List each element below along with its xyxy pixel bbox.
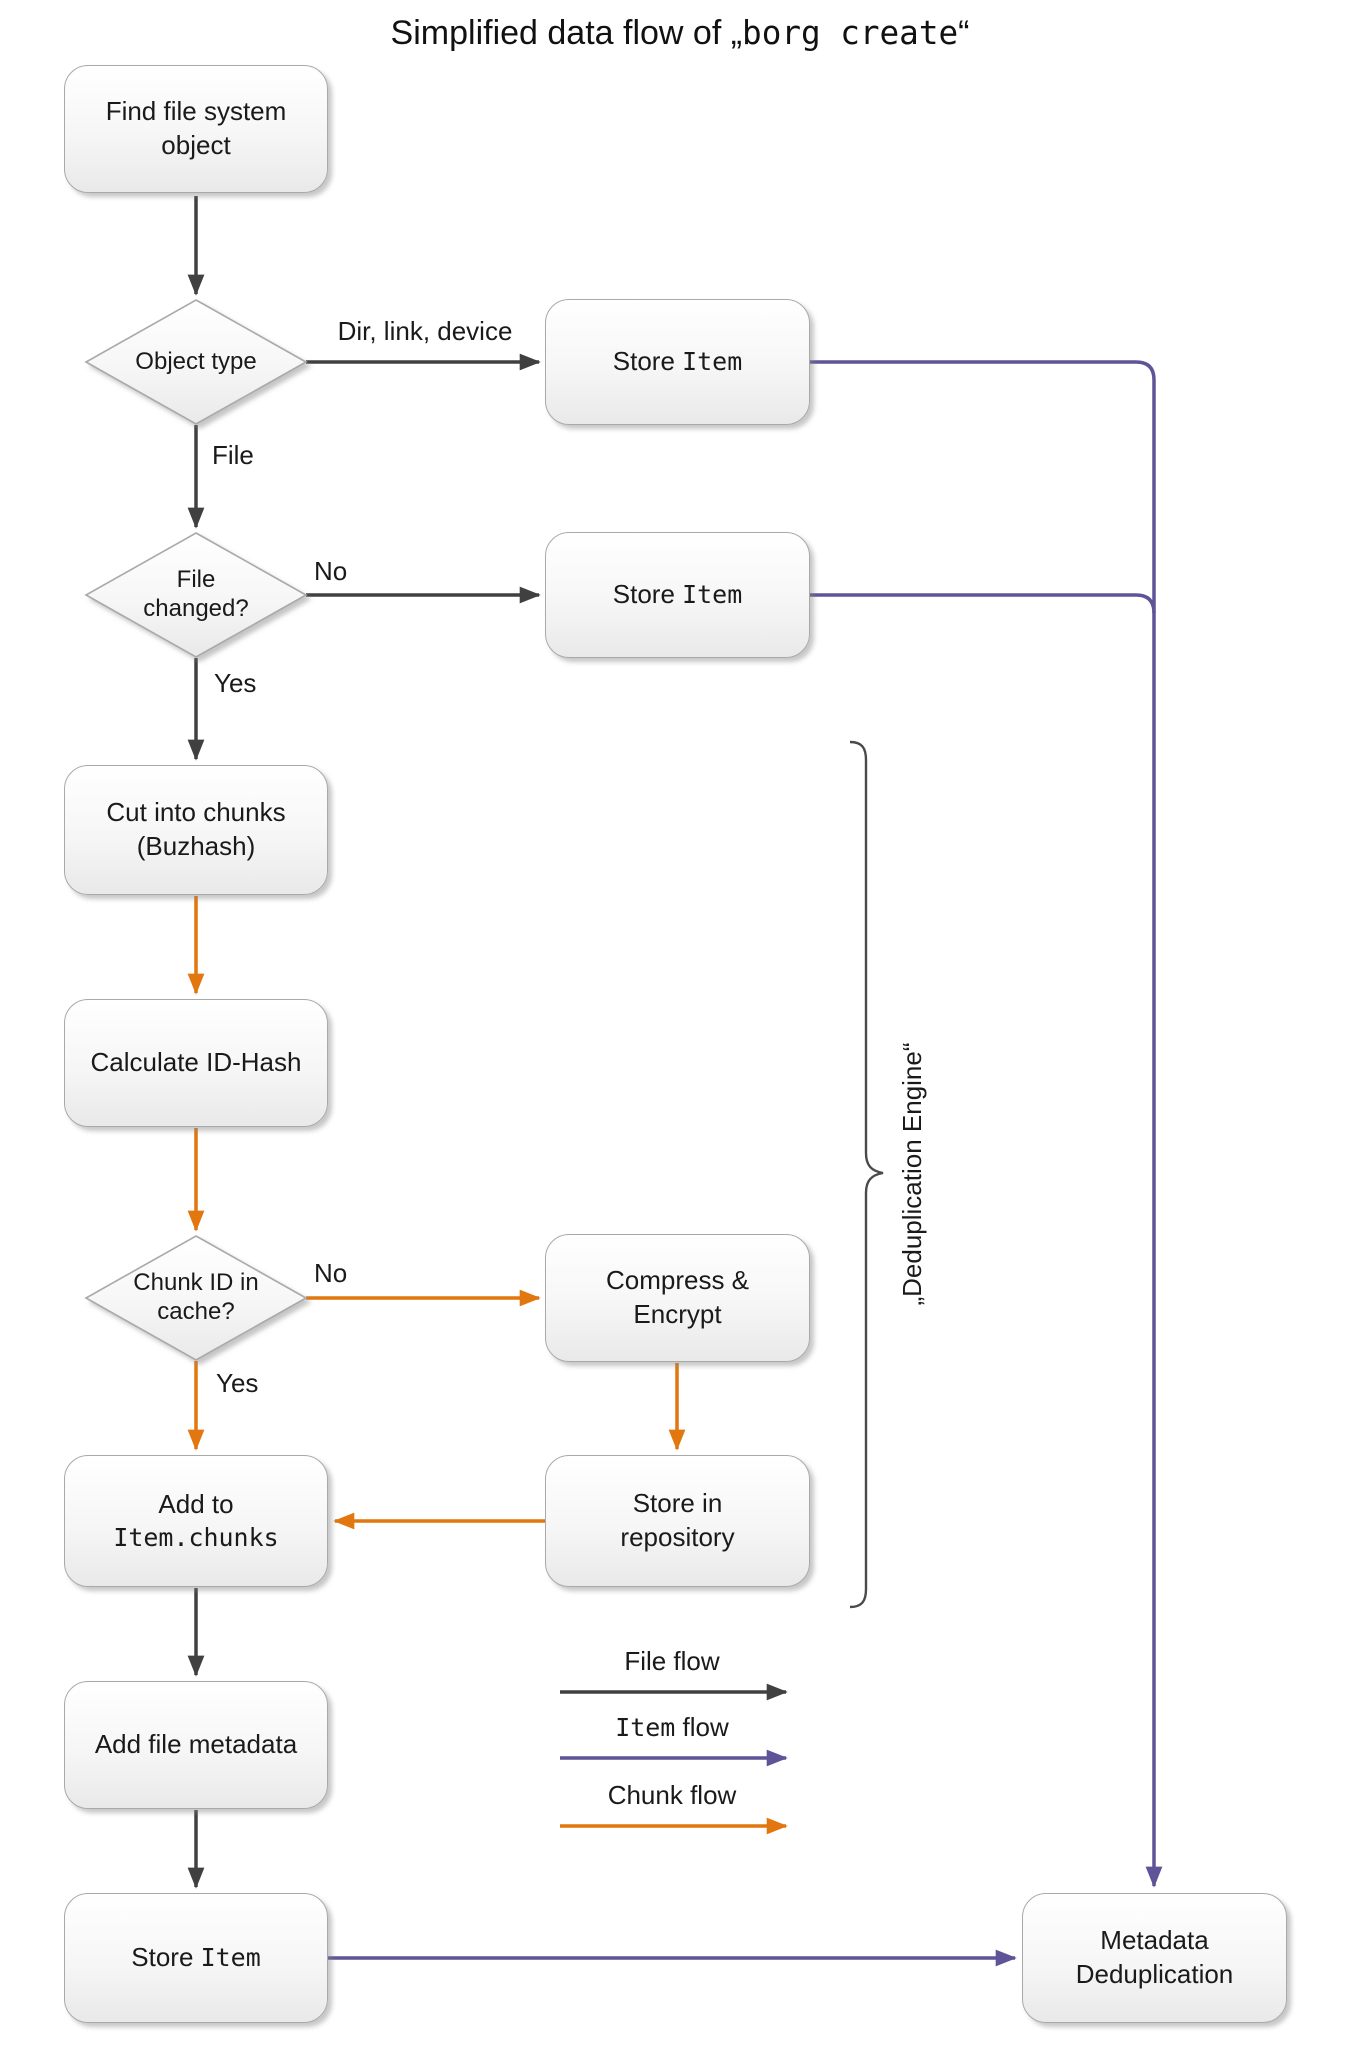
label-text: Add to: [158, 1488, 234, 1519]
node-label: Calculate ID-Hash: [90, 1047, 302, 1078]
node-label: Store in repository: [620, 1488, 735, 1552]
edge-label-yes-chunk-id: Yes: [216, 1368, 259, 1398]
node-store-item-top: Store Item: [545, 299, 810, 425]
title-code: borg create: [742, 14, 959, 52]
title-suffix: “: [958, 14, 970, 52]
label-text: Store: [612, 579, 683, 610]
label-text: Store: [131, 1942, 201, 1973]
edge-label-no-chunk-id: No: [314, 1258, 348, 1288]
label-code: Item: [682, 347, 743, 377]
legend-chunk-flow-label: Chunk flow: [607, 1780, 737, 1810]
node-label: Store Item: [613, 345, 742, 379]
decision-object-type: [84, 299, 308, 425]
decision-label-file-changed: File changed?: [143, 566, 249, 622]
node-add-file-metadata: Add file metadata: [64, 1681, 328, 1809]
node-calculate-id-hash: Calculate ID-Hash: [64, 999, 328, 1127]
deduplication-engine-label: „Deduplication Engine“: [897, 1042, 927, 1306]
deduplication-engine-brace: [849, 740, 884, 1609]
node-find-file-system-object: Find file system object: [64, 65, 328, 193]
label-text: Store: [612, 346, 683, 377]
node-label: Add file metadata: [94, 1729, 298, 1760]
node-metadata-deduplication: Metadata Deduplication: [1022, 1893, 1287, 2023]
legend-item-flow-label: Item flow: [552, 1712, 792, 1743]
node-store-item-mid: Store Item: [545, 532, 810, 658]
edge-store-item-mid-join: [810, 593, 1156, 614]
edge-store-item-top-to-metadata-dedup: [810, 360, 1163, 1888]
node-label: Find file system object: [105, 96, 287, 160]
node-label: Cut into chunks (Buzhash): [106, 797, 286, 861]
node-store-in-repository: Store in repository: [545, 1455, 810, 1587]
diagram-title: Simplified data flow of „borg create“: [0, 14, 1360, 53]
node-label: Store Item: [613, 578, 742, 612]
node-cut-into-chunks: Cut into chunks (Buzhash): [64, 765, 328, 895]
edge-label-file: File: [212, 440, 254, 470]
node-label: Compress & Encrypt: [605, 1265, 750, 1329]
legend-file-flow-label: File flow: [624, 1646, 720, 1676]
node-compress-encrypt: Compress & Encrypt: [545, 1234, 810, 1362]
legend-item-code: Item: [615, 1713, 676, 1742]
decision-chunk-id-in-cache: [84, 1235, 308, 1361]
node-store-item-bottom: Store Item: [64, 1893, 328, 2023]
label-code: Item: [200, 1943, 261, 1973]
decision-label-chunk-id-in-cache: Chunk ID in cache?: [133, 1269, 259, 1325]
edge-label-yes-file-changed: Yes: [214, 668, 257, 698]
edge-label-dir-link-device: Dir, link, device: [337, 316, 513, 346]
node-label: Store Item: [131, 1941, 260, 1975]
edge-label-no-file-changed: No: [314, 556, 348, 586]
title-text: Simplified data flow of „: [390, 14, 743, 52]
label-code: Item.chunks: [113, 1522, 279, 1552]
label-code: Item: [682, 580, 743, 610]
legend-item-text: flow: [675, 1712, 729, 1742]
decision-file-changed: [84, 532, 308, 658]
decision-label-object-type: Object type: [135, 347, 257, 375]
node-label: Metadata Deduplication: [1075, 1925, 1234, 1989]
